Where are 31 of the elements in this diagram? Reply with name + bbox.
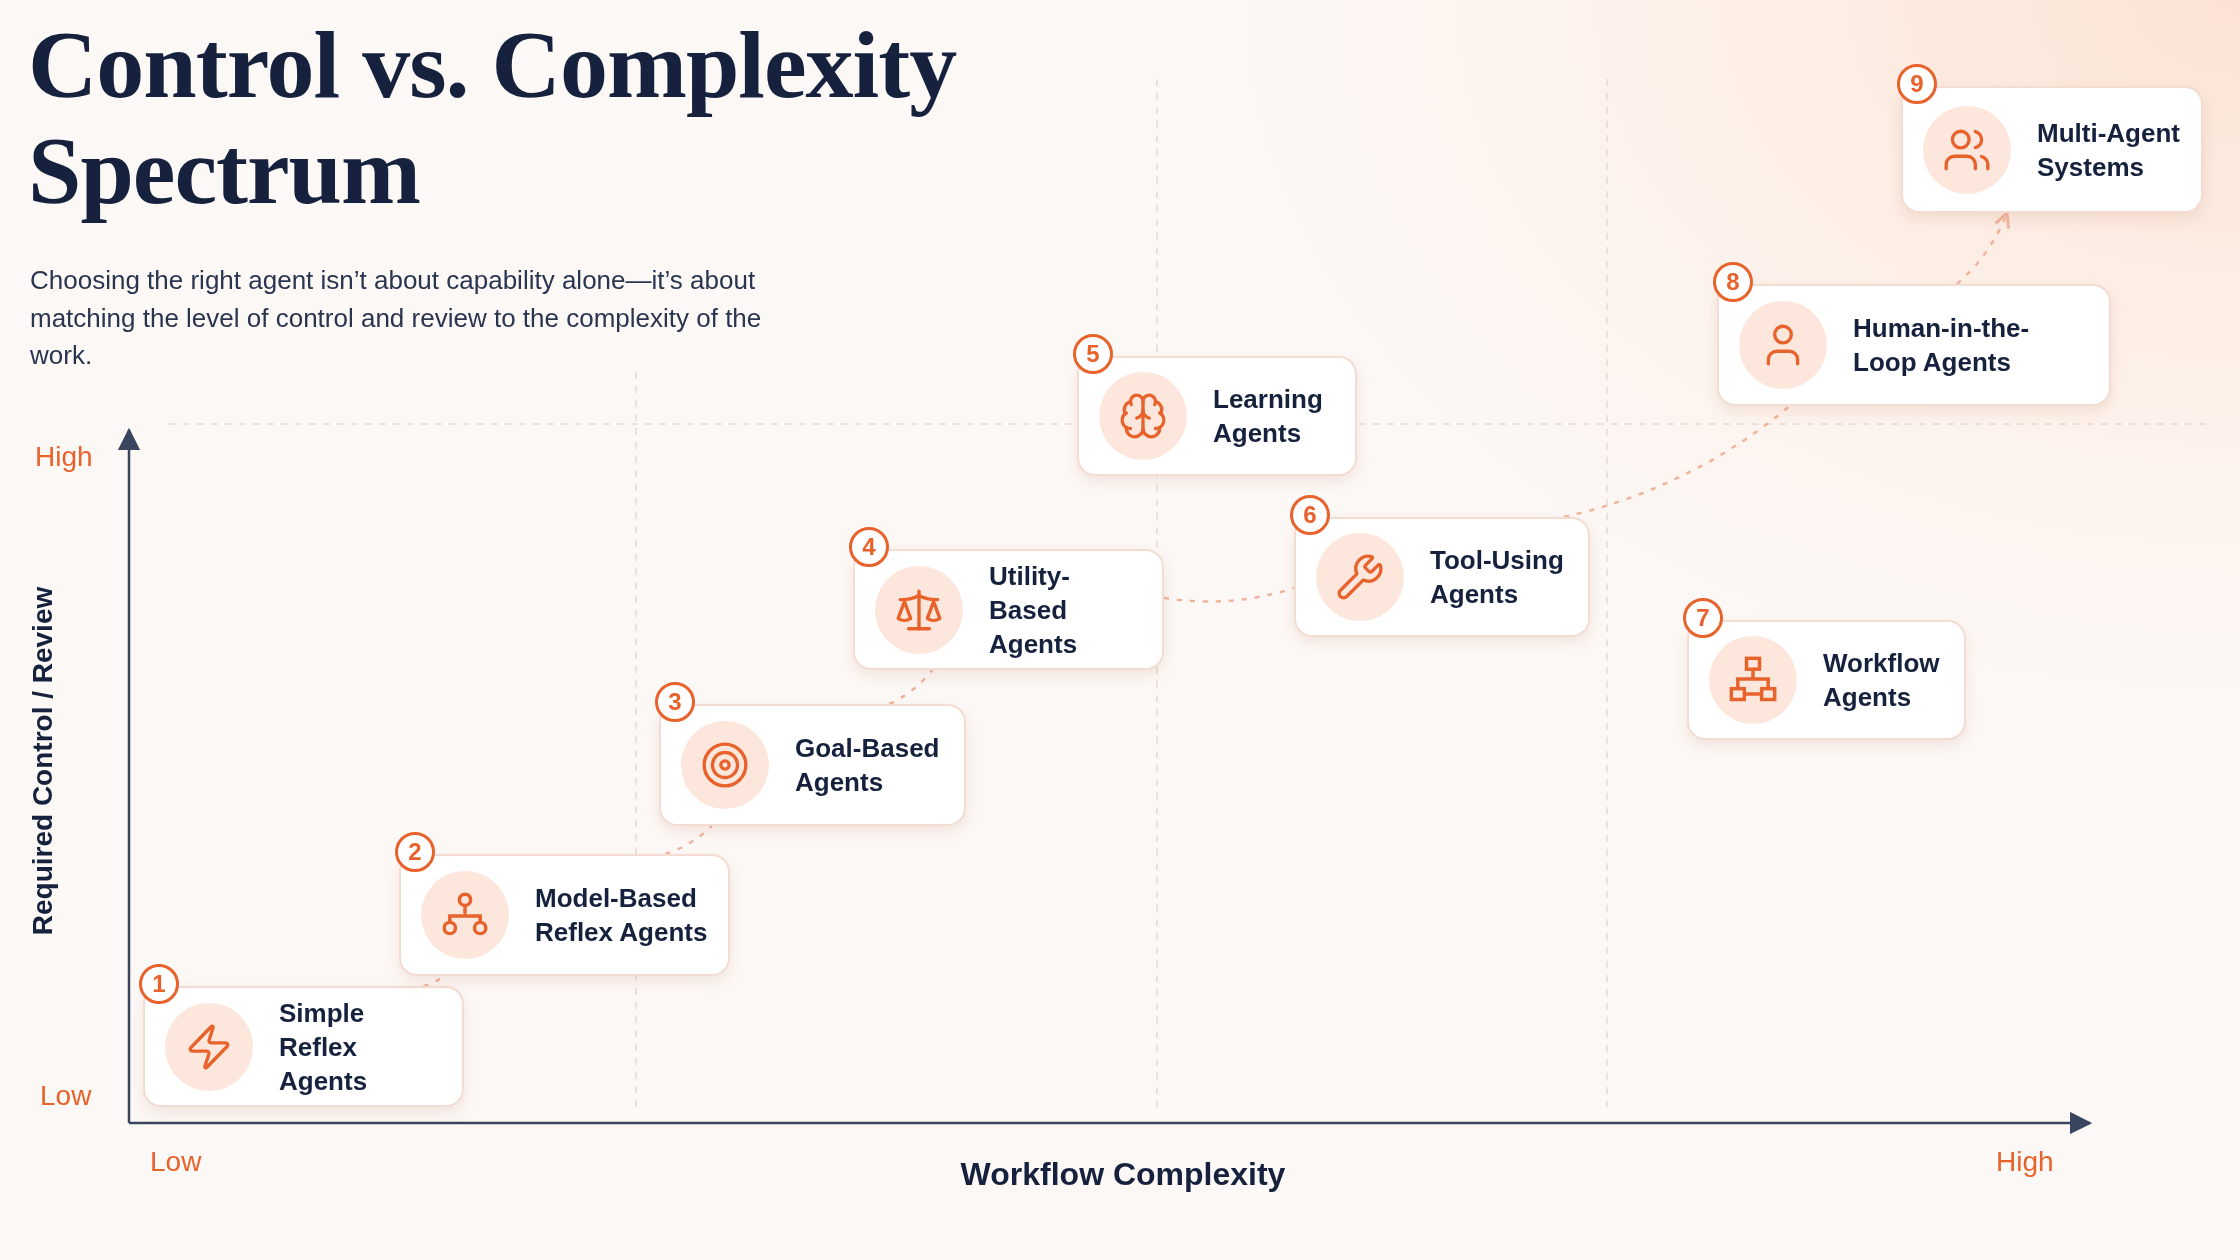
card-label: Tool-Using Agents: [1430, 544, 1565, 611]
number-badge: 9: [1897, 64, 1937, 104]
card-label: Simple Reflex Agents: [279, 996, 369, 1098]
card-label: Multi-Agent Systems: [2037, 116, 2181, 184]
number-badge: 5: [1073, 334, 1113, 374]
card-label: Goal-Based Agents: [795, 732, 941, 799]
trend-line: [664, 825, 713, 856]
axis-title: Required Control / Review: [25, 586, 59, 936]
card-label: Learning Agents: [1213, 383, 1324, 450]
number-badge: 6: [1290, 495, 1330, 535]
number-badge: 2: [395, 832, 435, 872]
subtitle: Choosing the right agent isn’t about capability alone—it’s about matching the level of control and review to the complexity of the work.: [30, 264, 763, 373]
axis-title: Workflow Complexity: [960, 1154, 1286, 1194]
card-label: Utility-Based Agents: [989, 559, 1079, 661]
number-badge: 8: [1713, 262, 1753, 302]
card-label: Model-Based Reflex Agents: [535, 882, 708, 949]
number-badge: 7: [1683, 598, 1723, 638]
number-badge: 1: [139, 964, 179, 1004]
card-label: Workflow Agents: [1823, 647, 1941, 714]
trend-line: [888, 669, 934, 706]
title: Control vs. Complexity Spectrum: [28, 12, 958, 224]
axis-tick-label: Low: [40, 1079, 92, 1113]
axis-tick-label: High: [1996, 1145, 2054, 1179]
number-badge: 4: [849, 527, 889, 567]
card-label: Human-in-the-Loop Agents: [1853, 312, 2031, 379]
trend-line: [1563, 405, 1791, 519]
number-badge: 3: [655, 682, 695, 722]
axis-tick-label: High: [35, 440, 93, 474]
trend-line: [1163, 586, 1295, 603]
axis-tick-label: Low: [150, 1145, 202, 1179]
trend-line: [1956, 211, 2010, 285]
